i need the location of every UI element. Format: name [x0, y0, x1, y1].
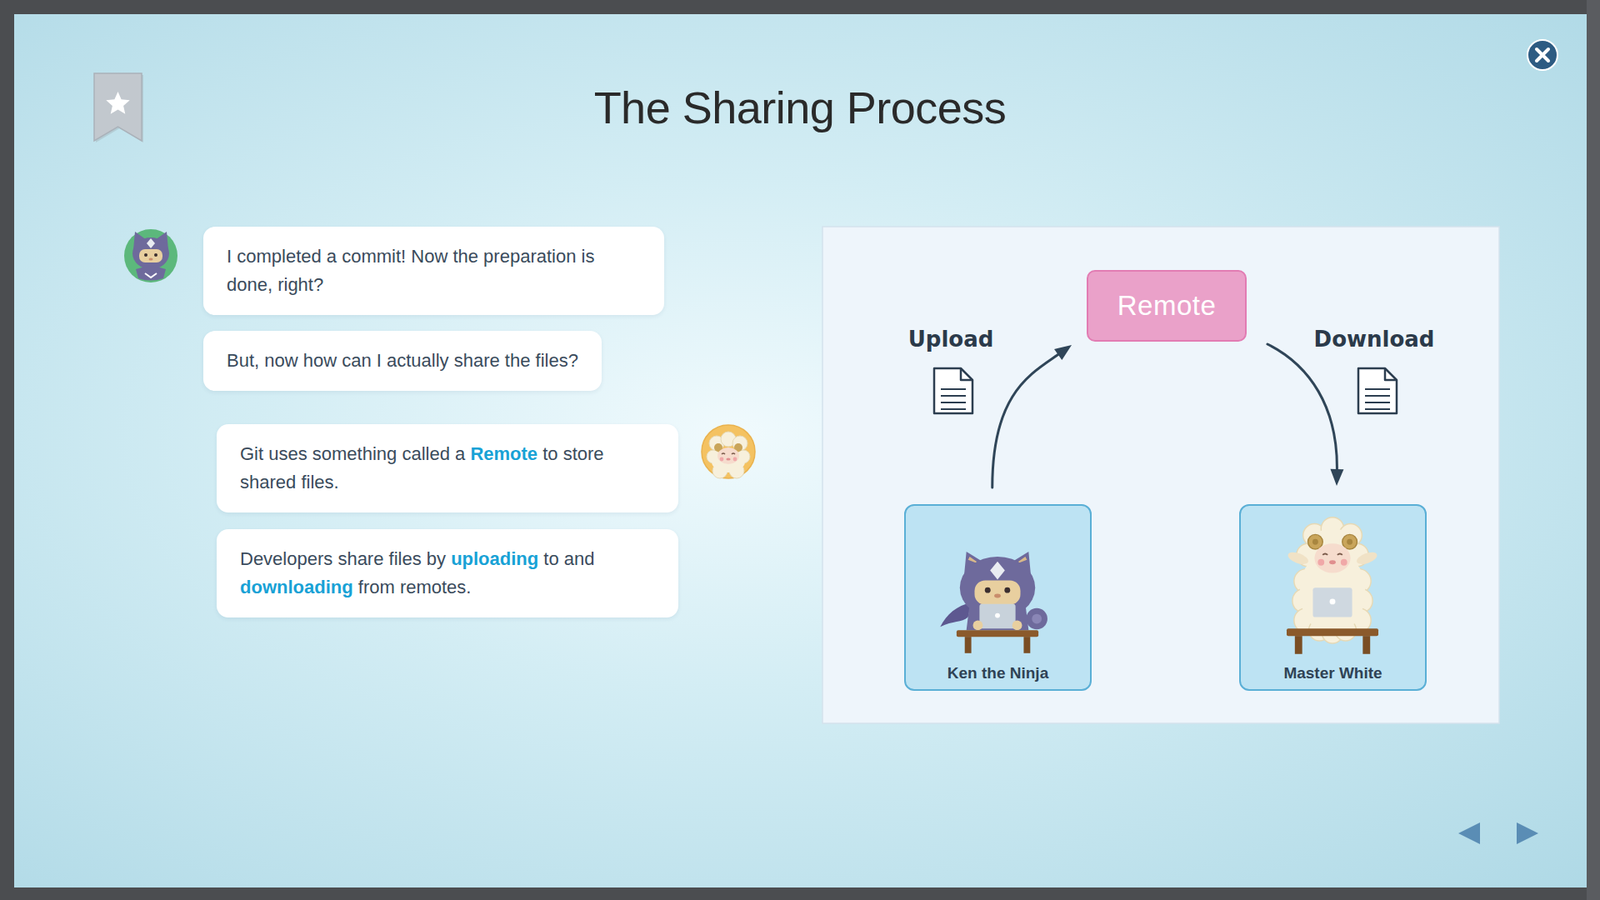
speech-bubble: But, now how can I actually share the fi… [203, 330, 602, 391]
close-button [1527, 40, 1558, 70]
ninja-illustration [905, 505, 1090, 690]
bubble-text: Git uses something called a Remote to st… [240, 440, 655, 497]
remote-box: Remote [1086, 270, 1247, 342]
scroll-strip [1586, 0, 1600, 900]
speech-bubble: Developers share files by uploading to a… [216, 529, 679, 618]
arrowhead [1054, 345, 1072, 360]
sheep-illustration [1240, 505, 1425, 690]
highlight-term: downloading [240, 576, 354, 598]
diagram-panel [822, 226, 1500, 724]
developer-box: Master White [1239, 504, 1427, 691]
highlight-term: Remote [470, 443, 538, 465]
connector-line [992, 353, 1060, 488]
ninja-avatar [124, 229, 178, 283]
arrowhead [1330, 469, 1344, 486]
connector-arrow [992, 345, 1072, 488]
previous-arrow [1458, 822, 1480, 845]
document-icon [934, 368, 973, 414]
developer-box: Ken the Ninja [904, 504, 1092, 691]
speech-bubble: Git uses something called a Remote to st… [216, 424, 679, 513]
sheep-avatar [701, 425, 755, 479]
speech-bubble: I completed a commit! Now the preparatio… [203, 226, 665, 315]
edge-label: Download [1314, 326, 1435, 352]
developer-name: Ken the Ninja [947, 664, 1049, 683]
bubble-text: But, now how can I actually share the fi… [226, 346, 579, 375]
page-title: The Sharing Process [0, 80, 1600, 135]
connector-line [1267, 344, 1337, 472]
next-arrow [1516, 822, 1539, 845]
developer-name: Master White [1283, 664, 1382, 683]
highlight-term: uploading [450, 548, 539, 570]
bubble-text: I completed a commit! Now the preparatio… [226, 242, 641, 300]
bookmark-ribbon [94, 73, 144, 143]
remote-label: Remote [1117, 290, 1217, 322]
edge-label: Upload [908, 326, 995, 352]
bubble-text: Developers share files by uploading to a… [240, 545, 655, 602]
document-icon [1358, 368, 1397, 414]
connector-arrow [1267, 344, 1344, 486]
